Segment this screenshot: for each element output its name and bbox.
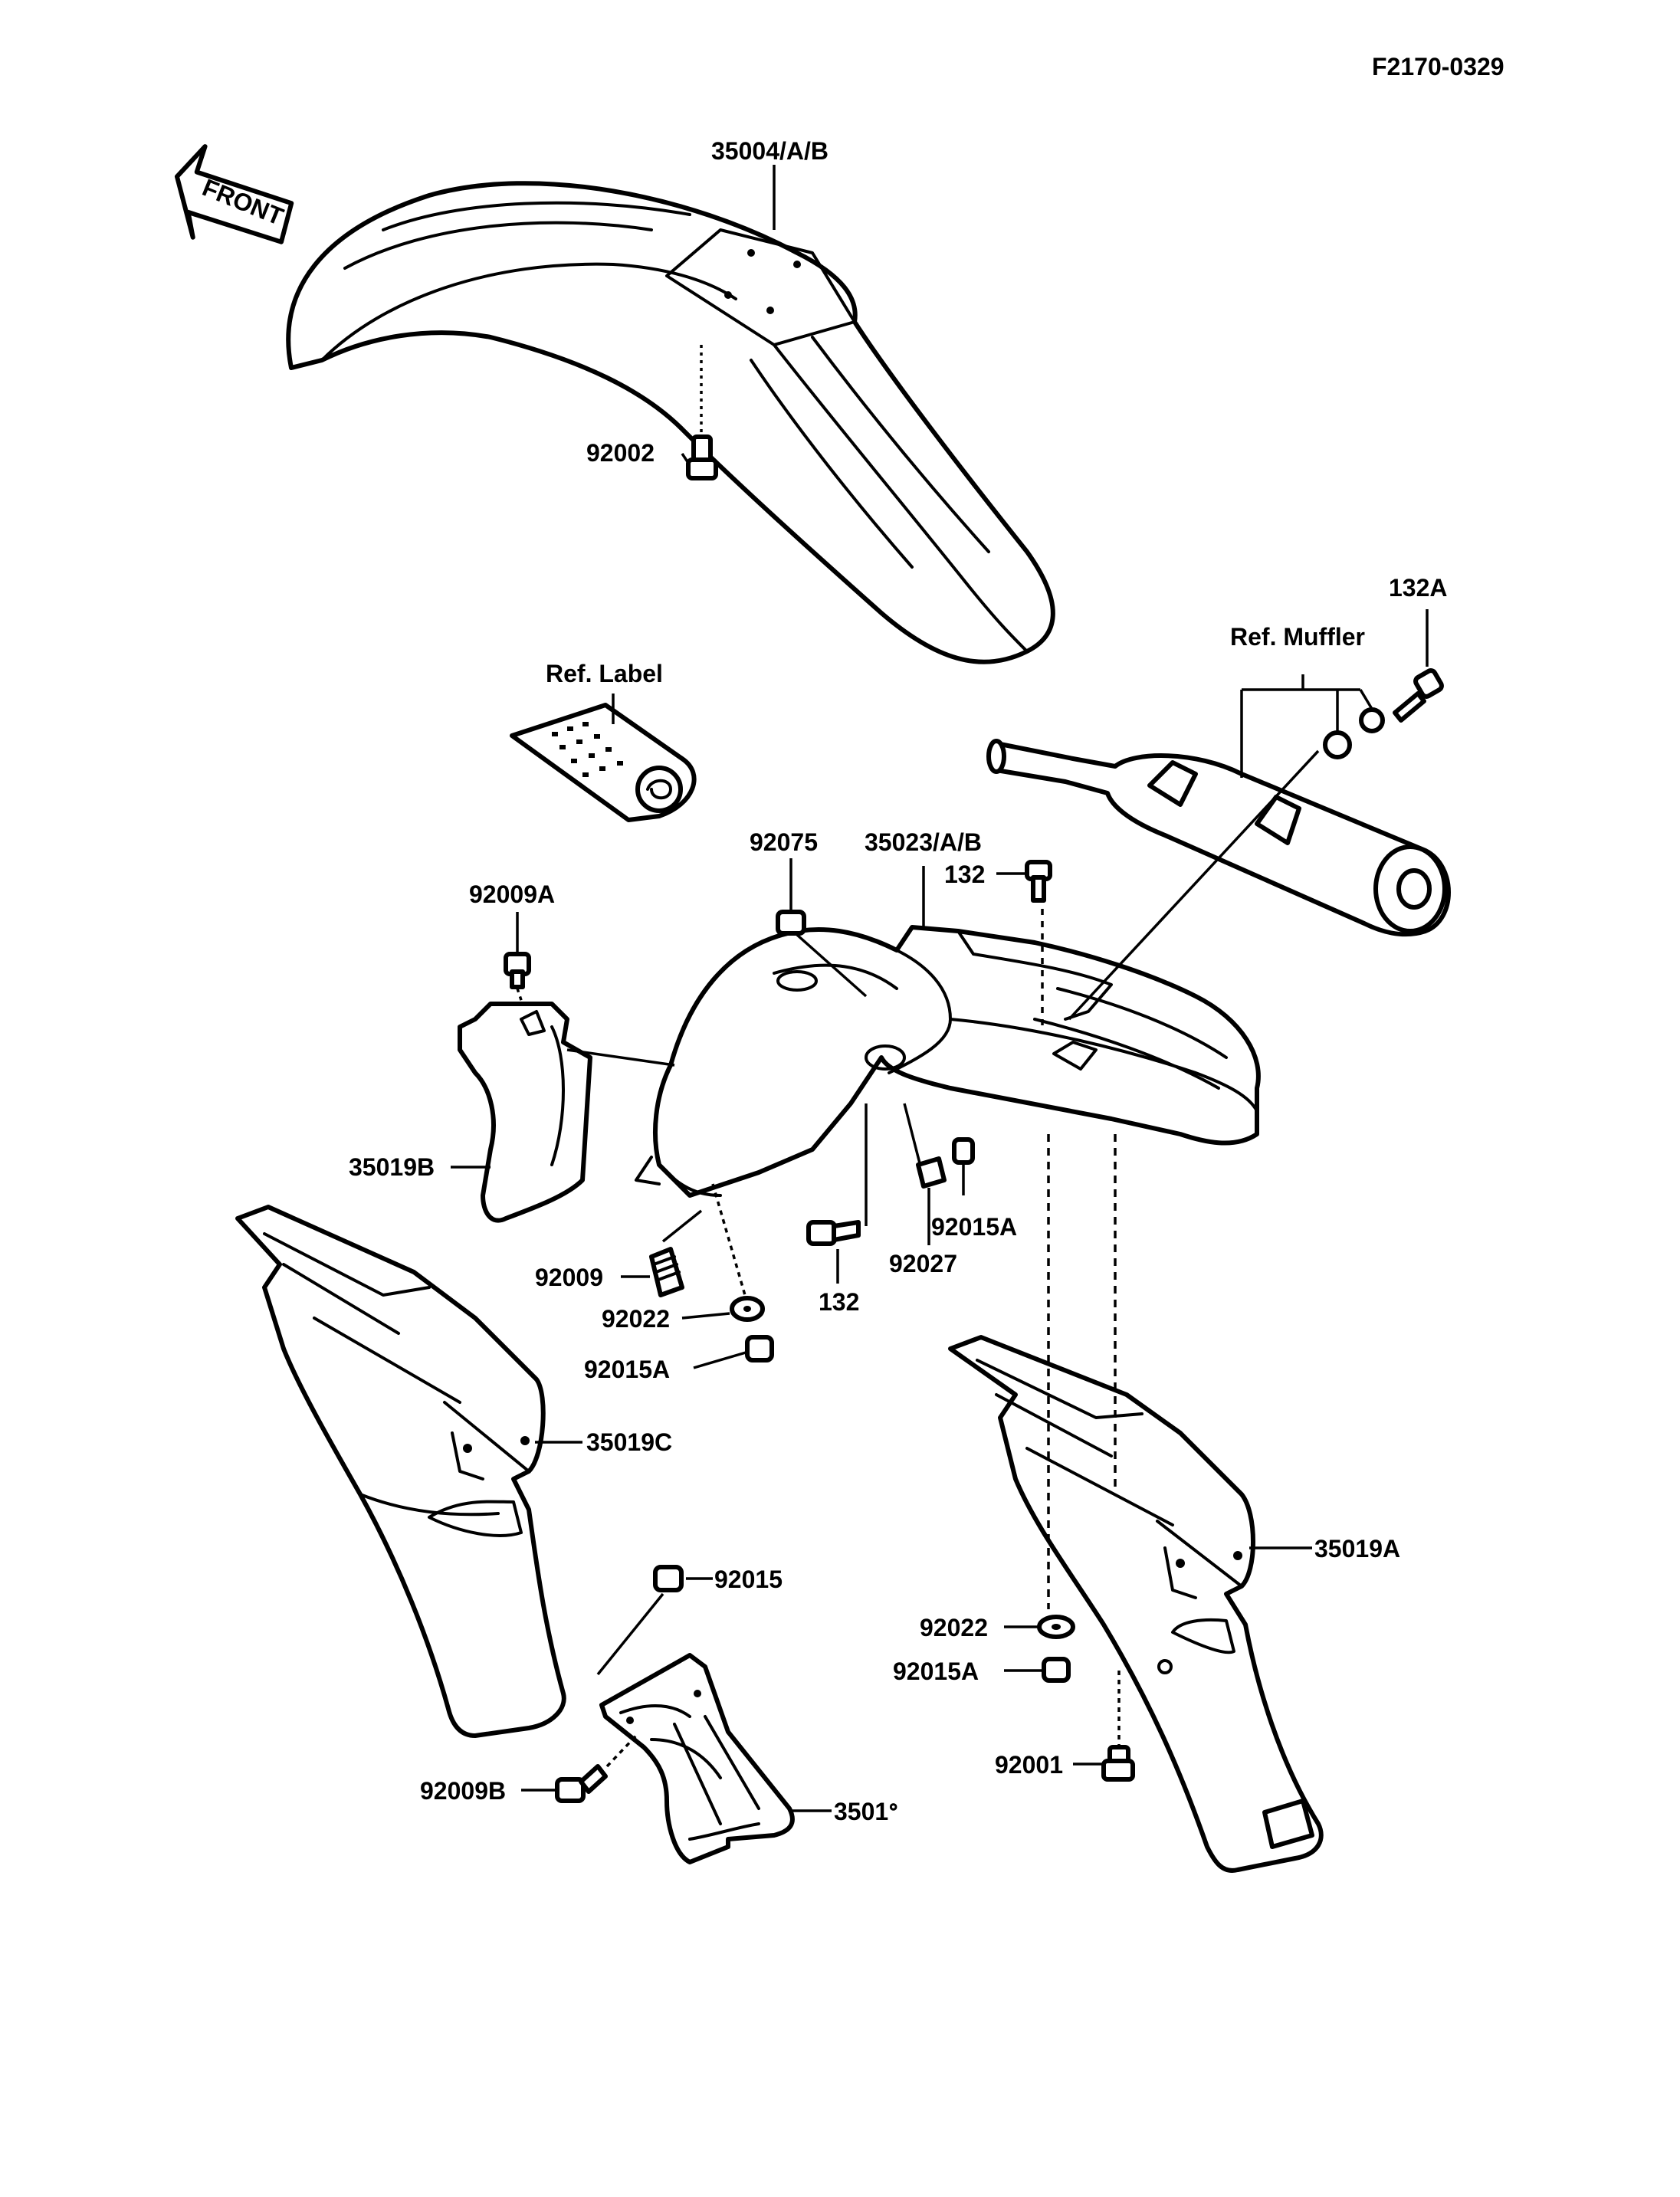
mud-flap-3501x [599,1653,832,1864]
bolt-132a-icon [1393,609,1444,723]
callout-bolt-132a: 132A [1389,574,1448,602]
callout-flap-3501x: 3501ᐤ [834,1798,898,1825]
callout-nut-92015a-right: 92015A [893,1658,979,1685]
bolt-92009b-icon [521,1734,638,1803]
callout-fender-35019c: 35019C [586,1428,672,1456]
callout-bolt-132-bottom: 132 [819,1288,859,1316]
callout-nut-92015: 92015 [714,1566,783,1593]
callout-front-fender: 35004/A/B [711,137,829,165]
callout-washer-92022-right: 92022 [920,1614,988,1641]
callout-bolt-92001: 92001 [995,1751,1063,1779]
bolt-92009a-icon [504,912,531,1012]
bolt-92002-icon [681,345,718,480]
nut-92075-icon [776,858,806,936]
nut-92015a-right-icon [1004,1657,1071,1683]
muffler [986,674,1451,937]
collar-92027-icon [903,1103,947,1245]
figure-code: F2170-0329 [1372,53,1504,80]
front-fender [286,165,1055,664]
label-sticker-icon [510,694,697,822]
bolt-92001-icon [1073,1745,1135,1782]
nut-92015-icon [596,1565,713,1676]
mud-flap-35019b [451,1002,675,1223]
callout-nut-92075: 92075 [750,828,818,856]
bolt-132-top-icon [996,860,1052,903]
callout-rear-fender: 35023/A/B [865,828,982,856]
bolt-132-bottom-icon [806,1103,868,1284]
rear-fender [635,749,1320,1198]
callout-collar-92027: 92027 [889,1250,957,1277]
callout-nut-92015a-left: 92015A [584,1356,670,1383]
fender-35019a [948,1134,1324,1873]
callout-ref-label: Ref. Label [546,660,663,687]
nut-92015a-mid-icon [952,1137,975,1195]
callout-bolt-132-top: 132 [944,861,985,888]
spring-92009-icon [621,1209,703,1297]
callout-washer-92022-left: 92022 [602,1305,670,1333]
fender-35019c [235,1205,582,1738]
callout-bolt-92009a: 92009A [469,880,555,908]
callout-fender-35019a: 35019A [1314,1535,1400,1562]
callout-bolt-92002: 92002 [586,439,655,467]
washer-92022-left-icon [681,1183,765,1322]
callout-nut-92015a-mid: 92015A [931,1213,1017,1241]
nut-92015a-left-icon [693,1335,774,1369]
washer-92022-right-icon [1004,1615,1075,1639]
callout-ref-muffler: Ref. Muffler [1230,623,1365,651]
callout-spring-92009: 92009 [535,1264,603,1291]
callout-flap-35019b: 35019B [349,1153,435,1181]
front-arrow-icon: FRONT [174,144,294,244]
callout-bolt-92009b: 92009B [420,1777,506,1805]
